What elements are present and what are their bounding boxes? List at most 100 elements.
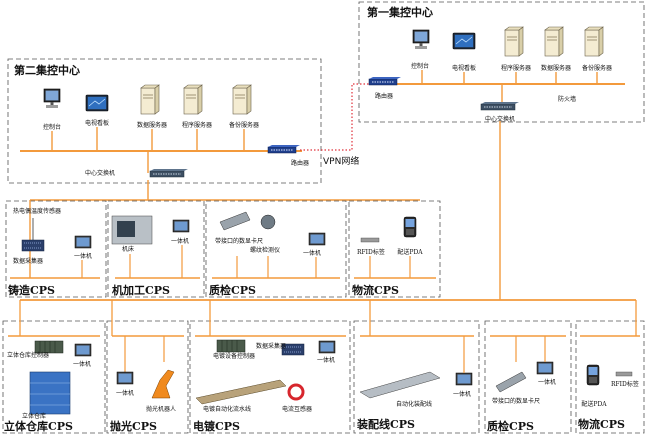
control-center-2-frame [7, 58, 322, 184]
stereo-warehouse-icon [29, 371, 71, 415]
inspection-aio-label: 一体机 [303, 249, 321, 257]
cps-machining: 机床 一体机 机加工CPS [107, 200, 205, 298]
router-1-icon [368, 76, 402, 86]
console-2-icon [43, 88, 61, 109]
backup-server-1-icon [584, 26, 604, 57]
all-in-one-icon [172, 219, 190, 233]
caliper-lower-label: 带接口的数显卡尺 [492, 397, 540, 405]
polishing-robot-icon [151, 369, 175, 399]
data-server-1-label: 数据服务器 [541, 64, 571, 72]
casting-sensor-label: 热电偶温度传感器 [13, 207, 61, 215]
casting-aio-label: 一体机 [74, 252, 92, 260]
warehouse-label: 立体仓库 [22, 412, 46, 420]
thread-gauge-icon [260, 214, 276, 230]
all-in-one-icon [455, 372, 473, 386]
router-1-label: 路由器 [375, 92, 393, 100]
tv-board-2-icon [85, 94, 109, 112]
rfid-tag-icon [360, 237, 380, 243]
backup-server-1-label: 备份服务器 [582, 64, 612, 72]
warehouse-controller-label: 立体仓库控制器 [7, 351, 49, 359]
central-switch-2-label: 中心交换机 [85, 169, 115, 177]
plating-daq-label: 数据采集器 [256, 342, 286, 350]
cps-inspection-upper-title: 质检CPS [209, 283, 256, 297]
control-center-1-frame [358, 1, 645, 123]
all-in-one-icon [116, 371, 134, 385]
cps-assembly: 自动化装配线 一体机 装配线CPS [353, 300, 480, 434]
pda-icon [586, 364, 600, 386]
central-switch-1-icon [480, 101, 520, 111]
current-transformer-icon [287, 383, 305, 401]
data-server-2-icon [140, 84, 160, 115]
console-1-label: 控制台 [411, 62, 429, 70]
all-in-one-icon [74, 235, 92, 249]
backup-server-2-label: 备份服务器 [229, 121, 259, 129]
plating-controller-label: 电镀设备控制器 [213, 352, 255, 360]
control-center-1-title: 第一集控中心 [367, 5, 433, 19]
data-server-1-icon [544, 26, 564, 57]
router-2-label: 路由器 [291, 159, 309, 167]
data-server-2-label: 数据服务器 [137, 121, 167, 129]
cps-warehouse: 立体仓库控制器 一体机 立体仓库 立体仓库CPS [2, 300, 106, 434]
plating-line-label: 电镀自动化流水线 [203, 405, 251, 413]
console-1-icon [412, 29, 430, 50]
machine-tool-label: 机床 [122, 245, 134, 253]
polishing-robot-label: 抛光机器人 [146, 405, 176, 413]
thread-gauge-label: 螺纹检测仪 [250, 246, 280, 254]
all-in-one-icon [74, 343, 92, 357]
cps-logistics-upper: RFID标签 配送PDA 物流CPS [348, 200, 441, 298]
router-2-icon [267, 144, 301, 154]
caliper-label: 带接口的数显卡尺 [215, 237, 263, 245]
tv-board-1-icon [452, 32, 476, 50]
polishing-aio-label: 一体机 [116, 389, 134, 397]
rfid-lower-label: RFID标签 [611, 380, 639, 388]
rfid-upper-label: RFID标签 [357, 248, 385, 256]
all-in-one-icon [536, 361, 554, 375]
cps-casting-title: 铸造CPS [8, 283, 55, 297]
cps-electroplating: 电镀设备控制器 数据采集器 一体机 电镀自动化流水线 电流互感器 电镀CPS [189, 300, 351, 434]
tv-board-1-label: 电视看板 [452, 64, 476, 72]
program-server-2-icon [183, 84, 203, 115]
rfid-tag-icon [615, 371, 633, 377]
data-collector-icon [21, 239, 45, 252]
casting-daq-label: 数据采集器 [13, 257, 43, 265]
firewall-1-label: 防火墙 [558, 95, 576, 103]
assembly-line-label: 自动化装配线 [396, 400, 432, 408]
machining-aio-label: 一体机 [171, 237, 189, 245]
pda-lower-label: 配送PDA [581, 400, 607, 408]
pda-upper-label: 配送PDA [397, 248, 423, 256]
cps-inspection-lower-title: 质检CPS [487, 419, 534, 433]
central-switch-1-label: 中心交换机 [485, 115, 515, 123]
program-server-1-label: 程序服务器 [501, 64, 531, 72]
cps-electroplating-title: 电镀CPS [193, 419, 240, 433]
caliper-icon [219, 211, 251, 231]
assembly-line-icon [359, 371, 441, 399]
cps-logistics-lower-title: 物流CPS [578, 417, 625, 431]
vpn-link [300, 83, 369, 151]
caliper-icon [495, 371, 527, 393]
warehouse-aio-label: 一体机 [73, 360, 91, 368]
cps-inspection-lower: 带接口的数显卡尺 一体机 质检CPS [484, 320, 572, 434]
all-in-one-icon [318, 340, 336, 354]
all-in-one-icon [308, 232, 326, 246]
pda-icon [403, 216, 417, 238]
cps-polishing: 一体机 抛光机器人 抛光CPS [106, 300, 189, 434]
current-transformer-label: 电流互感器 [282, 405, 312, 413]
inspection-lower-aio-label: 一体机 [538, 378, 556, 386]
central-switch-2-icon [149, 168, 189, 178]
program-server-2-label: 程序服务器 [182, 121, 212, 129]
plating-controller-icon [216, 339, 246, 353]
backup-server-2-icon [232, 84, 252, 115]
cps-casting: 热电偶温度传感器 数据采集器 一体机 铸造CPS [5, 200, 107, 298]
cps-logistics-upper-title: 物流CPS [352, 283, 399, 297]
control-center-2-title: 第二集控中心 [14, 63, 80, 77]
cps-inspection-upper: 带接口的数显卡尺 螺纹检测仪 一体机 质检CPS [205, 200, 347, 298]
assembly-aio-label: 一体机 [453, 390, 471, 398]
cps-warehouse-title: 立体仓库CPS [4, 419, 73, 433]
plating-aio-label: 一体机 [317, 356, 335, 364]
cps-logistics-lower: 配送PDA RFID标签 物流CPS [575, 300, 645, 434]
cps-assembly-title: 装配线CPS [356, 417, 415, 431]
cps-machining-title: 机加工CPS [112, 283, 170, 297]
cps-polishing-title: 抛光CPS [110, 419, 157, 433]
program-server-1-icon [504, 26, 524, 57]
